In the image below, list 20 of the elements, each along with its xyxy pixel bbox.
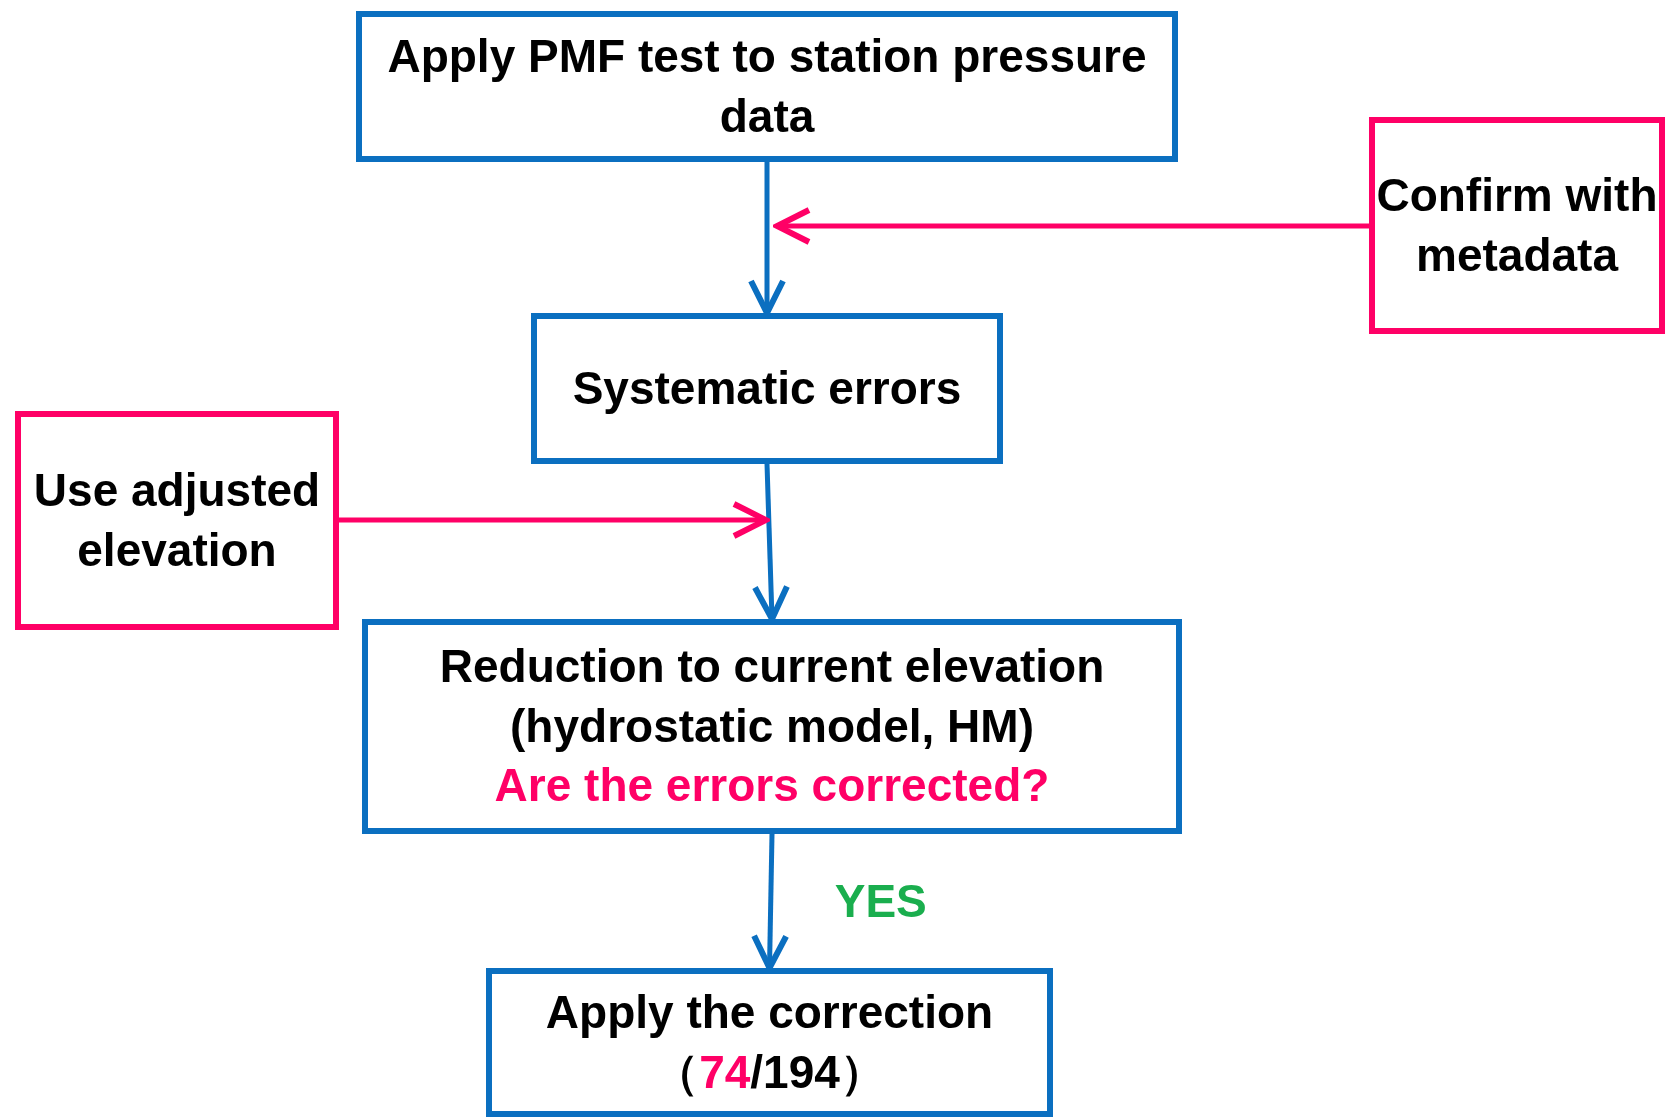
- box-text: Reduction to current elevation (hydrostatic model, HM): [438, 638, 1106, 754]
- process-box: [356, 11, 1178, 162]
- edge-label: YES: [834, 874, 927, 928]
- box-text: Apply the correction: [545, 984, 994, 1040]
- arrow: [774, 207, 1369, 245]
- arrow: [752, 463, 790, 622]
- box-text: Confirm with metadata: [1375, 167, 1659, 283]
- arrow: [339, 501, 769, 539]
- process-box: [15, 411, 339, 630]
- box-text: Apply PMF test to station pressure data: [386, 28, 1148, 144]
- box-text: Use adjusted elevation: [32, 462, 322, 578]
- box-text: Systematic errors: [572, 360, 962, 416]
- process-box: [486, 968, 1053, 1117]
- box-text: （74/194）: [653, 1044, 886, 1100]
- question-text: Are the errors corrected?: [494, 758, 1050, 814]
- process-box: [1369, 117, 1665, 334]
- arrow: [748, 162, 786, 316]
- process-box: [531, 313, 1003, 464]
- process-box: [362, 619, 1182, 834]
- arrow: [751, 833, 790, 971]
